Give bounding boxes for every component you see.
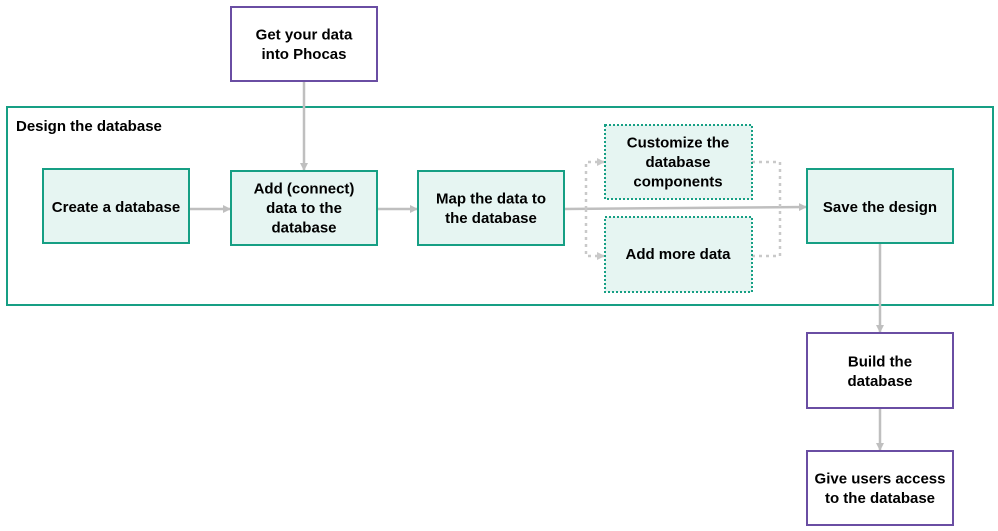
node-create-database-box xyxy=(42,168,190,244)
dotted-branch-to-add-more xyxy=(584,209,605,260)
connectors xyxy=(189,82,884,451)
node-add-connect-label: Add (connect) data to the database xyxy=(254,181,355,237)
node-get-data: Get your data into Phocas xyxy=(230,6,378,82)
node-add-more-data-box xyxy=(604,216,753,293)
node-give-access-label: Give users access to the database xyxy=(815,470,946,507)
label-line: components xyxy=(633,174,722,191)
label-line: database xyxy=(847,373,912,390)
node-map-data-label: Map the data to the database xyxy=(436,190,546,227)
label-line: Build the xyxy=(848,353,912,370)
label-line: database xyxy=(271,220,336,237)
node-get-data-box xyxy=(230,6,378,82)
label-line: data to the xyxy=(266,200,342,217)
node-map-data-box xyxy=(417,170,565,246)
label-line: Save the design xyxy=(823,199,937,216)
label-line: Map the data to xyxy=(436,190,546,207)
label-line: Get your data xyxy=(256,26,353,43)
node-map-data: Map the data to the database xyxy=(417,170,565,246)
node-build-database-box xyxy=(806,332,954,409)
node-customize-box xyxy=(604,124,753,200)
node-build-database: Build the database xyxy=(806,332,954,409)
label-line: database xyxy=(645,154,710,171)
node-save-design-box xyxy=(806,168,954,244)
design-group-label: Design the database xyxy=(16,118,162,135)
dotted-merge-from-add-more xyxy=(752,207,782,258)
node-create-database: Create a database xyxy=(42,168,190,244)
node-save-design-label: Save the design xyxy=(823,199,937,216)
label-line: Create a database xyxy=(52,199,180,216)
label-line: Add (connect) xyxy=(254,181,355,198)
label-line: Give users access xyxy=(815,470,946,487)
node-build-database-label: Build the database xyxy=(847,353,912,390)
node-add-more-data: Add more data xyxy=(604,216,753,293)
label-line: the database xyxy=(445,210,537,227)
node-give-access: Give users access to the database xyxy=(806,450,954,526)
node-give-access-box xyxy=(806,450,954,526)
node-add-more-data-label: Add more data xyxy=(625,246,731,263)
dotted-branch-to-customize xyxy=(584,158,605,209)
node-get-data-label: Get your data into Phocas xyxy=(256,26,353,63)
dotted-merge-from-customize xyxy=(752,160,782,207)
arrow-map-to-save xyxy=(563,203,807,212)
label-line: to the database xyxy=(825,490,935,507)
node-add-connect-box xyxy=(230,170,378,246)
label-line: Customize the xyxy=(627,135,730,152)
node-create-database-label: Create a database xyxy=(52,199,180,216)
node-customize-label: Customize the database components xyxy=(627,135,730,191)
node-add-connect: Add (connect) data to the database xyxy=(230,170,378,246)
label-line: into Phocas xyxy=(261,46,346,63)
node-save-design: Save the design xyxy=(806,168,954,244)
design-group-frame xyxy=(6,106,994,306)
label-line: Add more data xyxy=(625,246,731,263)
node-customize: Customize the database components xyxy=(604,124,753,200)
